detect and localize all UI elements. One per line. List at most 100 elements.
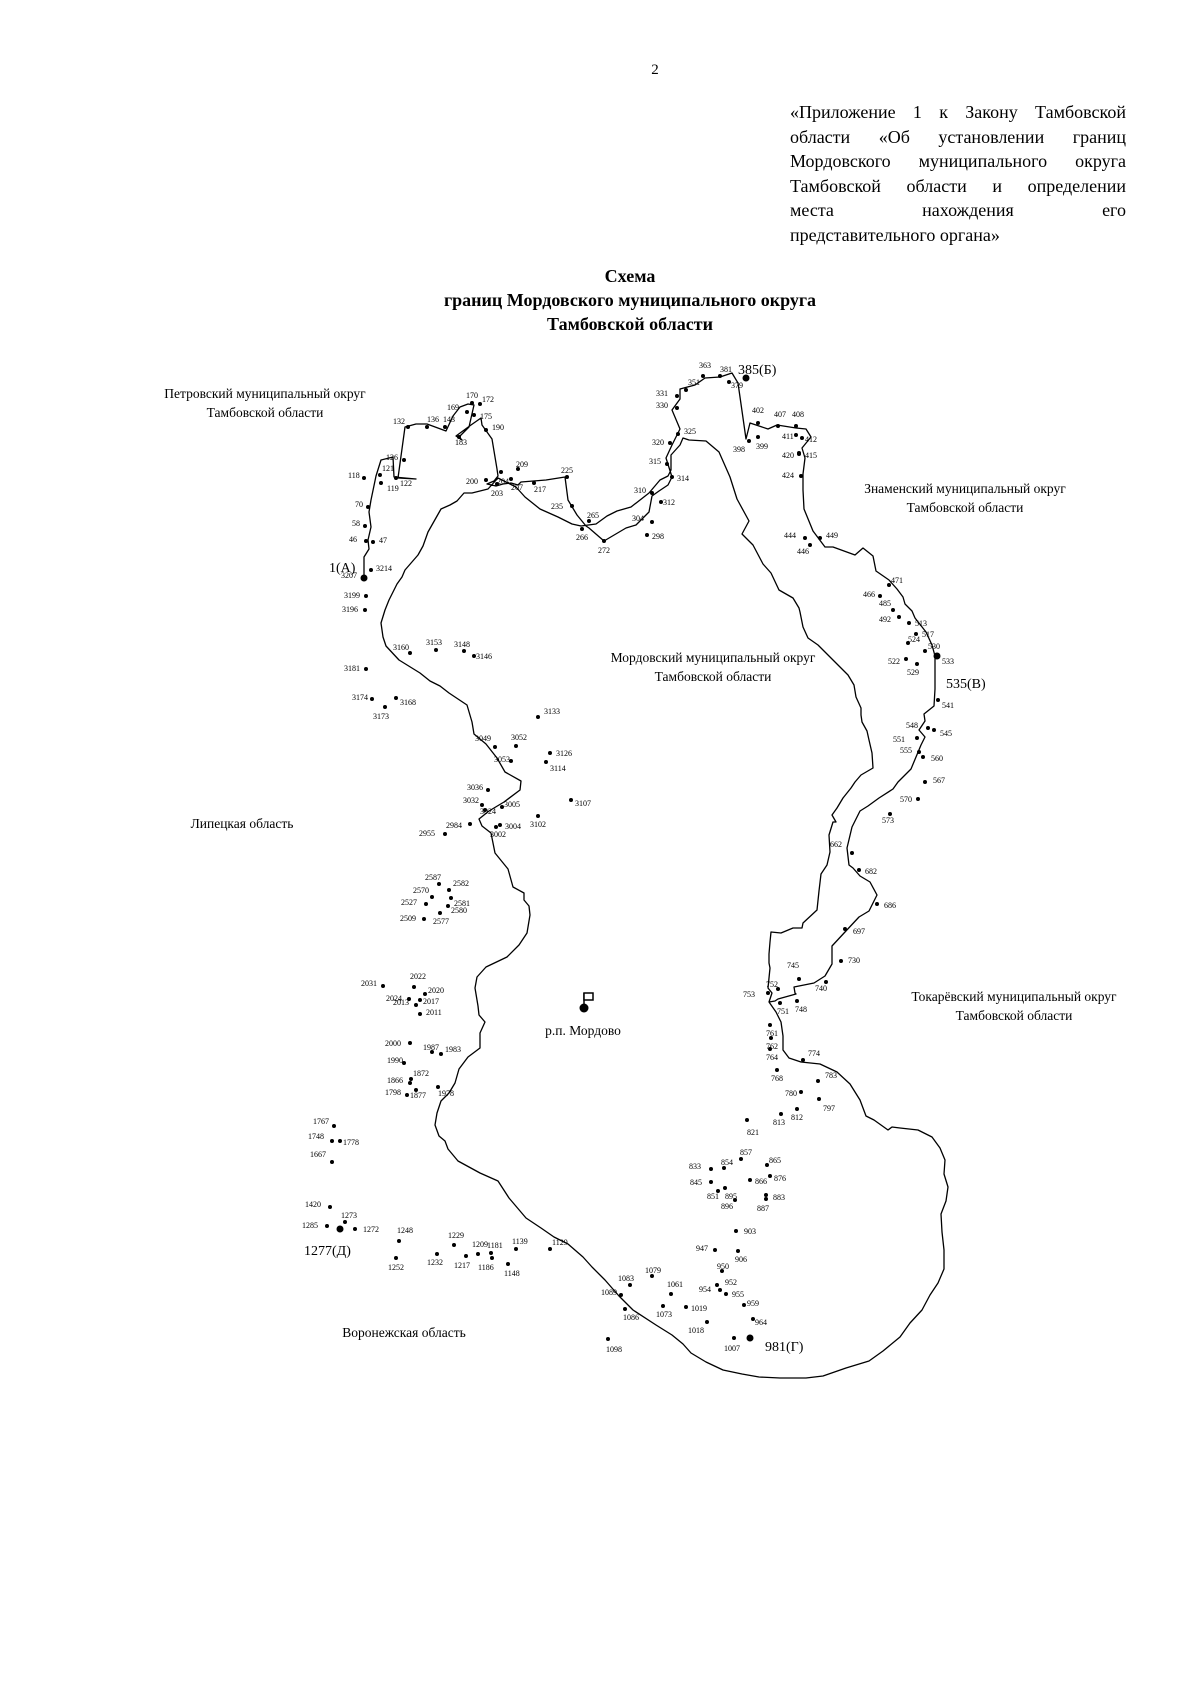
boundary-point-marker [914, 632, 918, 636]
boundary-point-label: 866 [755, 1177, 767, 1186]
boundary-point-label: 3107 [575, 799, 591, 808]
boundary-point-marker [364, 539, 368, 543]
boundary-point-marker [548, 751, 552, 755]
boundary-point-marker [371, 540, 375, 544]
boundary-point-marker [794, 433, 798, 437]
boundary-point-label: 3005 [504, 800, 520, 809]
boundary-point-marker [465, 410, 469, 414]
boundary-point-label: 686 [884, 901, 896, 910]
boundary-point-marker [675, 406, 679, 410]
boundary-point-label: 136 [427, 415, 439, 424]
boundary-point-marker [668, 441, 672, 445]
boundary-point-marker [514, 744, 518, 748]
scheme-title-line: Схема [604, 266, 656, 286]
boundary-point-marker [661, 1304, 665, 1308]
boundary-point-label: 740 [815, 984, 827, 993]
boundary-point-marker [915, 736, 919, 740]
boundary-point-marker [544, 760, 548, 764]
boundary-point-marker [443, 832, 447, 836]
boundary-point-marker [424, 902, 428, 906]
boundary-point-label: 854 [721, 1158, 733, 1167]
boundary-point-marker [499, 470, 503, 474]
boundary-point-label: 1978 [438, 1089, 454, 1098]
boundary-point-marker [438, 911, 442, 915]
boundary-point-marker [408, 1041, 412, 1045]
boundary-point-marker [548, 1247, 552, 1251]
boundary-point-marker [628, 1283, 632, 1287]
boundary-point-label: 3133 [544, 707, 560, 716]
boundary-point-label: 895 [725, 1192, 737, 1201]
boundary-point-marker [675, 394, 679, 398]
boundary-point-label: 122 [400, 479, 412, 488]
boundary-point-marker [330, 1139, 334, 1143]
boundary-point-label: 379 [731, 381, 743, 390]
boundary-point-label: 399 [756, 442, 768, 451]
boundary-point-label: 851 [707, 1192, 719, 1201]
boundary-point-marker [514, 1247, 518, 1251]
boundary-point-label: 304 [632, 514, 644, 523]
boundary-point-marker [769, 1036, 773, 1040]
boundary-point-label: 1285 [302, 1221, 318, 1230]
boundary-point-label: 551 [893, 735, 905, 744]
boundary-point-marker [500, 805, 504, 809]
boundary-point-marker [434, 648, 438, 652]
boundary-point-marker [362, 476, 366, 480]
page-number: 2 [651, 62, 659, 78]
boundary-point-marker [484, 428, 488, 432]
boundary-point-label: 1073 [656, 1310, 672, 1319]
boundary-point-marker [407, 997, 411, 1001]
boundary-point-label: 266 [576, 533, 588, 542]
boundary-point-label: 3004 [505, 822, 521, 831]
boundary-point-label: 444 [784, 531, 796, 540]
boundary-point-marker [484, 478, 488, 482]
boundary-point-marker [430, 1050, 434, 1054]
boundary-point-label: 298 [652, 532, 664, 541]
boundary-point-label: 887 [757, 1204, 769, 1213]
boundary-point-label: 947 [696, 1244, 708, 1253]
boundary-point-marker [397, 1239, 401, 1243]
boundary-point-label: 272 [598, 546, 610, 555]
boundary-point-marker [364, 667, 368, 671]
boundary-point-label: 70 [355, 500, 363, 509]
boundary-point-label: 315 [649, 457, 661, 466]
boundary-point-label: 3002 [490, 830, 506, 839]
boundary-point-marker [718, 1288, 722, 1292]
boundary-point-label: 2527 [401, 898, 417, 907]
region-label-znamensky-line2: Тамбовской области [907, 500, 1024, 515]
boundary-point-marker [917, 750, 921, 754]
boundary-point-marker [509, 759, 513, 763]
boundary-point-marker [916, 797, 920, 801]
boundary-point-label: 170 [466, 391, 478, 400]
boundary-point-label: 522 [888, 657, 900, 666]
boundary-point-marker [891, 608, 895, 612]
region-label-mordovsky-line1: Мордовский муниципальный округ [611, 650, 816, 665]
boundary-point-label: 959 [747, 1299, 759, 1308]
boundary-point-marker [923, 780, 927, 784]
boundary-point-label: 1181 [487, 1241, 503, 1250]
boundary-point-marker [808, 543, 812, 547]
boundary-point-label: 3174 [352, 693, 368, 702]
boundary-point-marker [724, 1292, 728, 1296]
boundary-point-marker [779, 1112, 783, 1116]
boundary-point-marker [776, 424, 780, 428]
boundary-point-marker [906, 641, 910, 645]
boundary-point-label: 952 [725, 1278, 737, 1287]
boundary-point-label: 2984 [446, 821, 462, 830]
boundary-point-label: 1129 [552, 1238, 568, 1247]
boundary-point-label: 876 [774, 1174, 786, 1183]
boundary-point-label: 2017 [423, 997, 439, 1006]
boundary-point-label: 1209 [472, 1240, 488, 1249]
boundary-point-marker [701, 374, 705, 378]
boundary-point-label: 143 [443, 415, 455, 424]
boundary-point-marker [797, 451, 801, 455]
boundary-point-marker [705, 1320, 709, 1324]
boundary-point-marker [486, 788, 490, 792]
boundary-point-label: 203 [491, 489, 503, 498]
boundary-point-marker [480, 803, 484, 807]
boundary-point-label: 857 [740, 1148, 752, 1157]
boundary-point-marker [325, 1224, 329, 1228]
boundary-point-label: 530 [928, 642, 940, 651]
boundary-point-label: 183 [455, 438, 467, 447]
boundary-point-label: 1083 [618, 1274, 634, 1283]
boundary-point-label: 190 [492, 423, 504, 432]
